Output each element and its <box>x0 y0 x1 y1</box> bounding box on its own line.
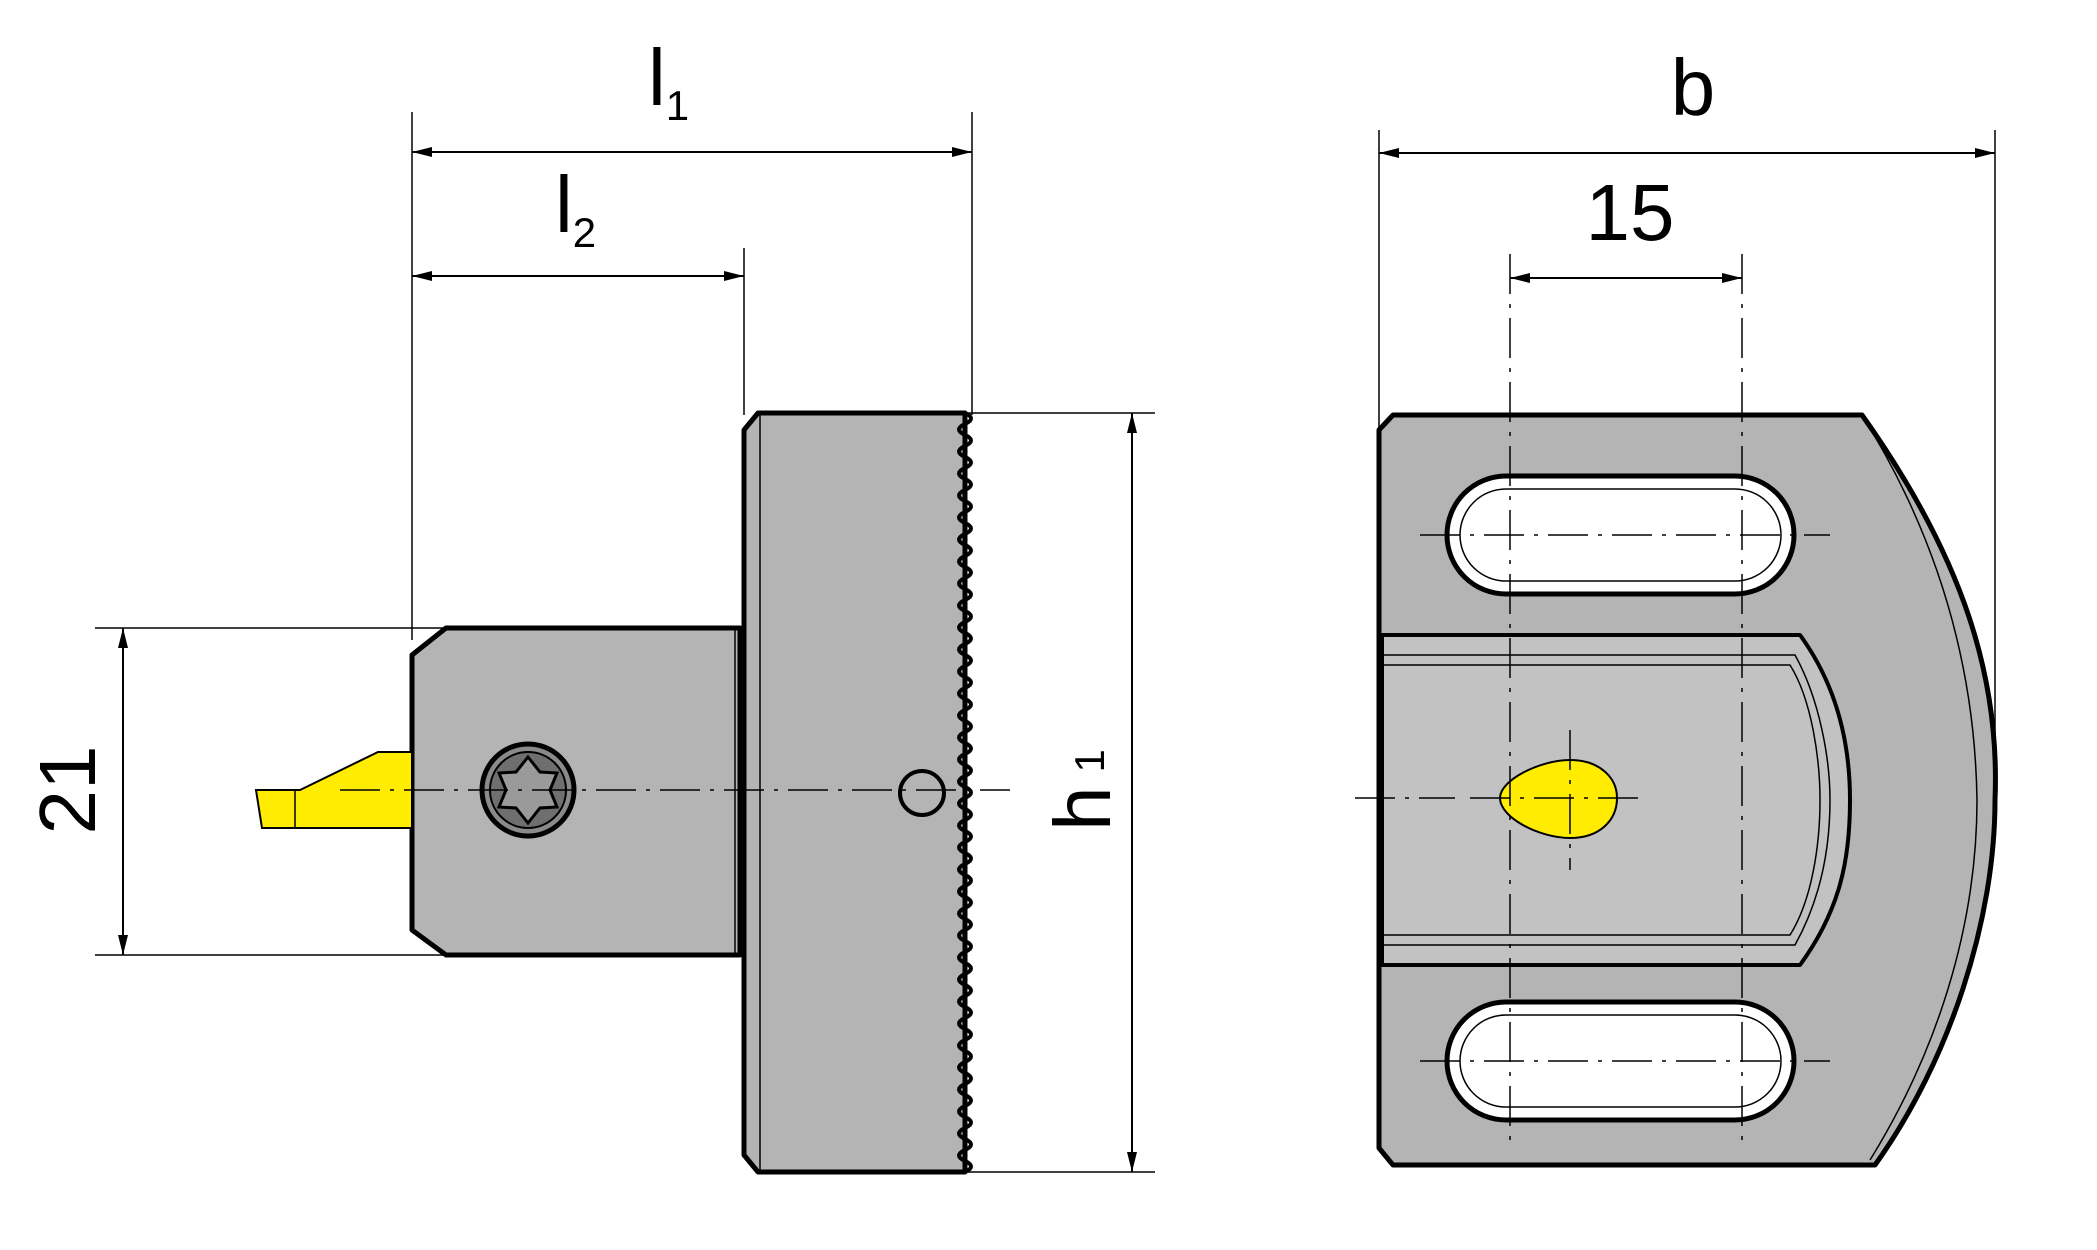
front-view: b 15 <box>1355 43 1998 1168</box>
dim-label-15: 15 <box>1586 168 1675 257</box>
flange-hole-icon <box>898 769 946 817</box>
cutting-insert <box>254 751 413 829</box>
serration-profile <box>957 411 973 1174</box>
dim-label-b: b <box>1671 43 1716 132</box>
side-view: l1 l2 21 h1 <box>23 33 1155 1175</box>
tool-flange <box>741 410 968 1175</box>
dim-label-l1: l1 <box>648 33 689 129</box>
dim-label-l2: l2 <box>555 160 596 256</box>
clamp-screw-icon <box>479 741 577 839</box>
dim-label-21: 21 <box>23 746 112 835</box>
dim-label-h1: h1 <box>1038 749 1127 831</box>
